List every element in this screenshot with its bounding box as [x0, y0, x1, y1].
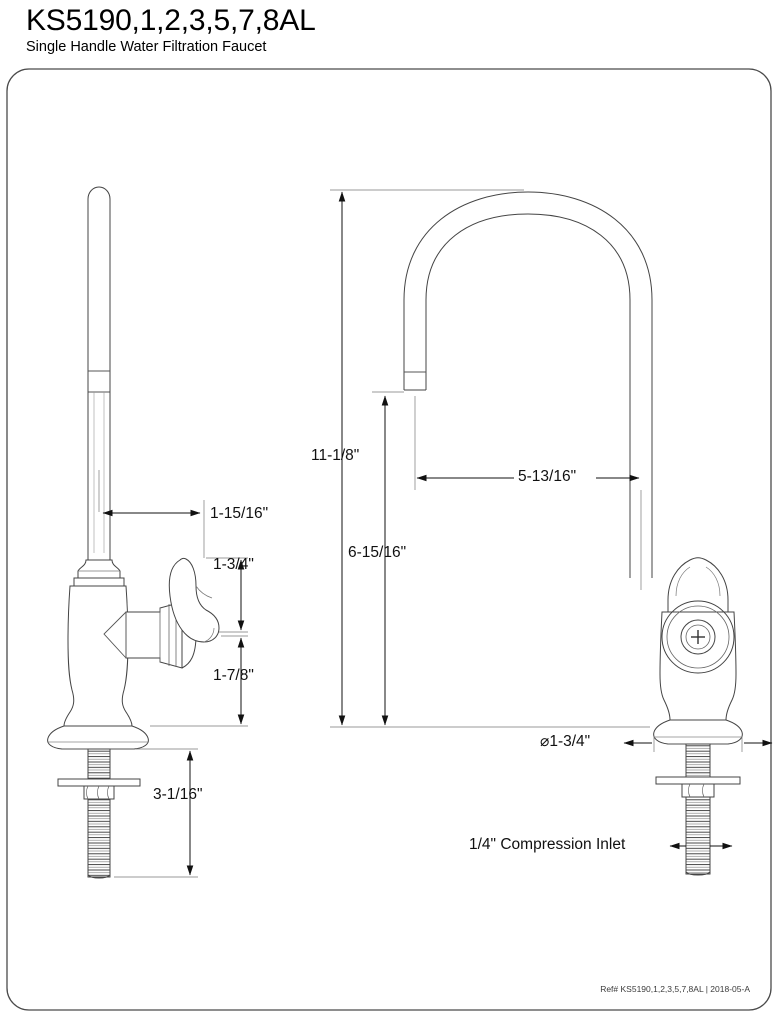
dim-label-overall-height: 11-1/8" — [311, 447, 360, 464]
front-view-faucet — [403, 191, 743, 876]
dim-label-spout-reach-offset: 1-15/16" — [210, 505, 269, 522]
title-block: KS5190,1,2,3,5,7,8AL Single Handle Water… — [26, 4, 666, 56]
page-title: KS5190,1,2,3,5,7,8AL — [26, 4, 316, 37]
dim-label-spout-reach: 5-13/16" — [518, 468, 577, 485]
side-view-dimensions — [98, 470, 248, 878]
dim-label-spout-height: 6-15/16" — [348, 544, 407, 561]
front-view-dimensions — [330, 189, 773, 850]
dim-label-body-to-base: 1-7/8" — [213, 667, 254, 684]
dim-label-shank-length: 3-1/16" — [153, 786, 203, 803]
sheet-border — [6, 68, 772, 1011]
dim-label-handle-height: 1-3/4" — [213, 556, 254, 573]
callout-compression-inlet: 1/4" Compression Inlet — [469, 836, 626, 853]
side-view-faucet — [47, 186, 220, 879]
dim-label-base-diameter: ⌀1-3/4" — [540, 733, 591, 750]
product-description: Single Handle Water Filtration Faucet — [26, 39, 267, 55]
reference-footer: Ref# KS5190,1,2,3,5,7,8AL | 2018-05-A — [600, 984, 750, 994]
